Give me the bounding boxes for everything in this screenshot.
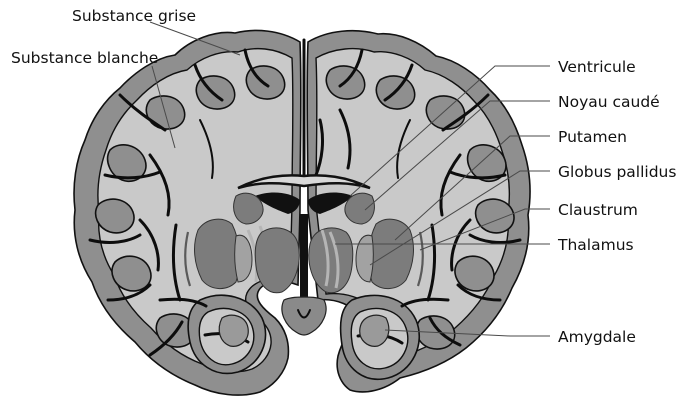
label-substance-blanche: Substance blanche: [11, 49, 158, 67]
third-ventricle: [300, 214, 308, 303]
label-putamen: Putamen: [558, 128, 627, 146]
label-ventricule: Ventricule: [558, 58, 636, 76]
label-noyau-caude: Noyau caudé: [558, 93, 660, 111]
hypothalamus: [282, 297, 326, 335]
left-putamen: [195, 219, 240, 288]
label-substance-grise: Substance grise: [72, 7, 196, 25]
label-thalamus: Thalamus: [557, 236, 634, 254]
right-hemisphere: [307, 31, 530, 392]
right-amygdala: [360, 315, 389, 346]
left-amygdala: [219, 315, 248, 346]
label-globus-pallidus: Globus pallidus: [558, 163, 676, 181]
label-claustrum: Claustrum: [558, 201, 638, 219]
left-hemisphere: [74, 30, 301, 395]
label-amygdale: Amygdale: [558, 328, 636, 346]
